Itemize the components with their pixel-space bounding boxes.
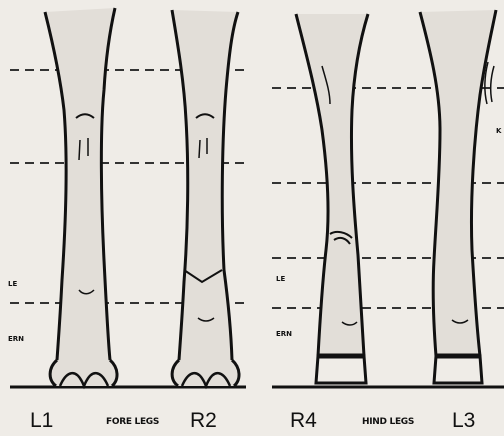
fore-legs-caption: FORE LEGS	[106, 418, 159, 427]
leg-label-l3: L3	[452, 410, 475, 431]
leg-label-r4: R4	[290, 410, 317, 431]
fore-upper-marker: LE	[8, 281, 17, 288]
hind-upper-marker: LE	[276, 276, 285, 283]
leg-label-l1: L1	[30, 410, 53, 431]
fore-lower-marker: ERN	[8, 336, 24, 343]
hind-lower-marker: ERN	[276, 331, 292, 338]
hind-legs-caption: HIND LEGS	[362, 418, 414, 427]
edge-marker: K	[496, 128, 501, 135]
leg-label-r2: R2	[190, 410, 217, 431]
